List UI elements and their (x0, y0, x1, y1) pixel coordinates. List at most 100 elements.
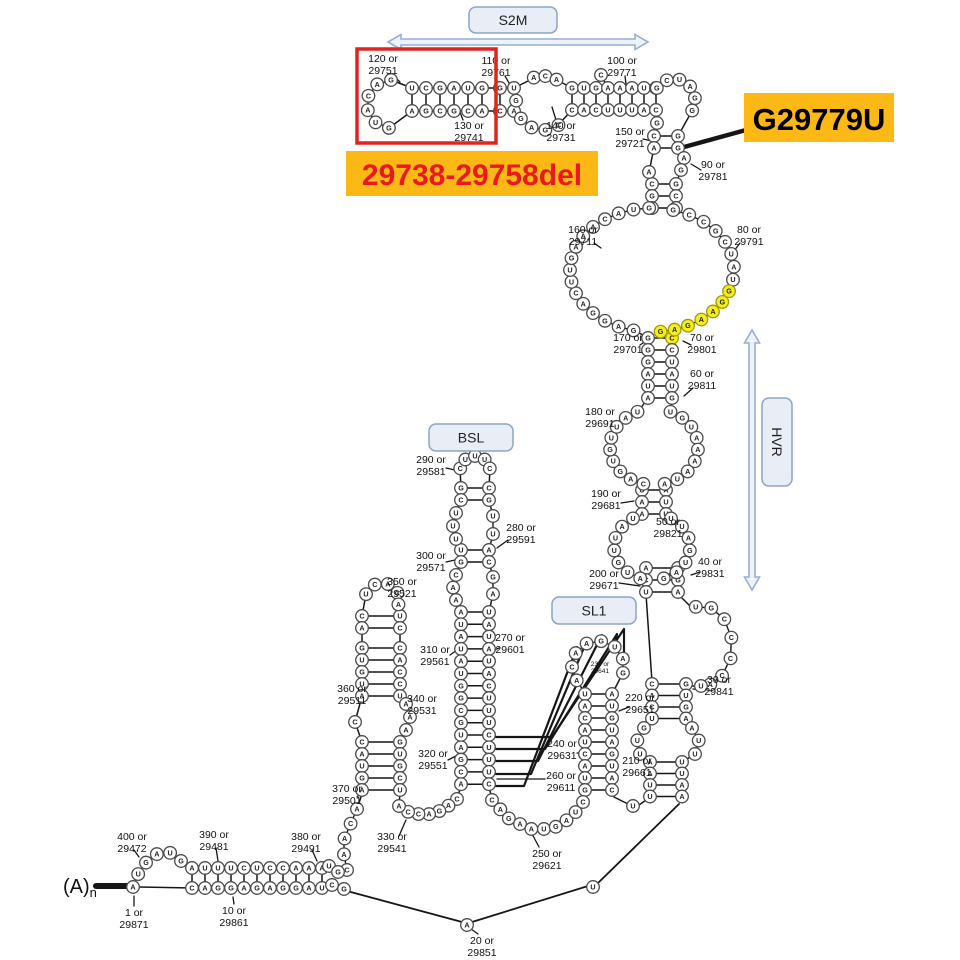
nucleotide-letter: C (641, 479, 646, 488)
nucleotide-letter: U (453, 509, 458, 518)
nucleotide-letter: U (649, 714, 654, 723)
backbone-segment (346, 890, 463, 923)
nucleotide-letter: C (728, 654, 733, 663)
mutation-banner (744, 93, 894, 142)
nucleotide-letter: C (569, 662, 574, 671)
nucleotide-letter: U (136, 870, 141, 879)
nucleotide (650, 116, 664, 130)
nucleotide-letter: U (613, 533, 618, 542)
nucleotide (549, 72, 564, 87)
nucleotide-letter: U (511, 84, 516, 93)
nucleotide-letter: A (641, 106, 646, 115)
nucleotide (715, 668, 730, 683)
nucleotide-letter: G (215, 884, 221, 893)
nucleotide-letter: C (593, 106, 598, 115)
nucleotide (618, 410, 633, 425)
nucleotide-letter: U (486, 632, 491, 641)
nucleotide (688, 747, 702, 761)
position-label: 29751 (368, 65, 397, 77)
position-label: 400 or (117, 831, 147, 843)
nucleotide (568, 805, 583, 820)
nucleotide (576, 296, 591, 311)
nucleotide-letter: A (645, 394, 650, 403)
nucleotide-letter: G (458, 681, 464, 690)
backbone-segment (681, 127, 749, 150)
nucleotide (513, 817, 527, 831)
position-label: 29511 (338, 695, 367, 707)
nucleotide (337, 831, 352, 846)
nucleotide-letter: C (487, 464, 492, 473)
nucleotide-letter: A (616, 322, 621, 331)
nucleotide (691, 733, 706, 748)
position-label: 29641 (591, 668, 609, 675)
nucleotide (361, 88, 376, 103)
nucleotide (350, 802, 364, 816)
nucleotide-letter: A (451, 583, 456, 592)
nucleotide-letter: A (573, 242, 578, 251)
position-label: 29631 (547, 750, 576, 762)
nucleotide-letter: U (453, 535, 458, 544)
nucleotide-letter: A (683, 714, 688, 723)
nucleotide-letter: A (554, 75, 559, 84)
position-label: 29861 (219, 917, 248, 929)
nucleotide (636, 476, 651, 491)
nucleotide-letter: U (693, 602, 698, 611)
label-pointer (551, 106, 557, 121)
nucleotide-letter: U (581, 84, 586, 93)
nucleotide (163, 845, 178, 860)
nucleotide-letter: A (581, 106, 586, 115)
nucleotide (633, 747, 647, 761)
nucleotide-letter: A (686, 533, 691, 542)
nucleotide-letter: G (683, 703, 689, 712)
nucleotide-letter: A (731, 262, 736, 271)
nucleotide-letter: G (607, 445, 613, 454)
position-label: 170 or (613, 332, 643, 344)
nucleotide (643, 789, 657, 804)
position-label: 29781 (698, 171, 727, 183)
nucleotide-letter: C (359, 612, 364, 621)
nucleotide-letter: A (189, 864, 194, 873)
nucleotide (609, 419, 624, 434)
nucleotide (615, 519, 630, 534)
nucleotide-letter: G (645, 358, 651, 367)
nucleotide-letter: U (679, 758, 684, 767)
position-label: 29811 (688, 380, 717, 392)
nucleotide-letter: C (664, 76, 669, 85)
nucleotide-letter: A (639, 510, 644, 519)
position-label: 130 or (454, 120, 484, 132)
nucleotide-highlighted (705, 304, 720, 319)
nucleotide-letter: G (143, 858, 149, 867)
nucleotide (355, 783, 369, 797)
nucleotide-letter: U (482, 455, 487, 464)
nucleotide-letter: C (582, 714, 587, 723)
label-pointer (683, 387, 694, 397)
nucleotide (482, 777, 496, 792)
mutation-banner-text: G29779U (753, 102, 886, 137)
nucleotide (671, 585, 685, 599)
nucleotide (139, 855, 153, 870)
position-label: 29581 (416, 466, 445, 478)
nucleotide-letter: C (267, 864, 272, 873)
label-pointer (620, 500, 635, 504)
nucleotide-letter: G (645, 334, 651, 343)
nucleotide-letter: A (675, 588, 680, 597)
nucleotide-letter: G (458, 694, 464, 703)
nucleotide (630, 404, 645, 419)
position-label: 29831 (695, 568, 724, 580)
position-label: 180 or (585, 406, 615, 418)
nucleotide (657, 476, 672, 491)
nucleotide (559, 813, 574, 828)
nucleotide (548, 819, 563, 834)
position-label: 29671 (589, 580, 618, 592)
nucleotide-letter: G (553, 822, 559, 831)
nucleotide-letter: A (629, 84, 634, 93)
nucleotide-letter: C (397, 668, 402, 677)
nucleotide-letter: A (616, 209, 621, 218)
nucleotide-letter: C (458, 496, 463, 505)
nucleotide-letter: G (359, 774, 365, 783)
nucleotide-letter: U (635, 736, 640, 745)
nucleotide (486, 570, 500, 584)
nucleotide-letter: A (409, 107, 414, 116)
